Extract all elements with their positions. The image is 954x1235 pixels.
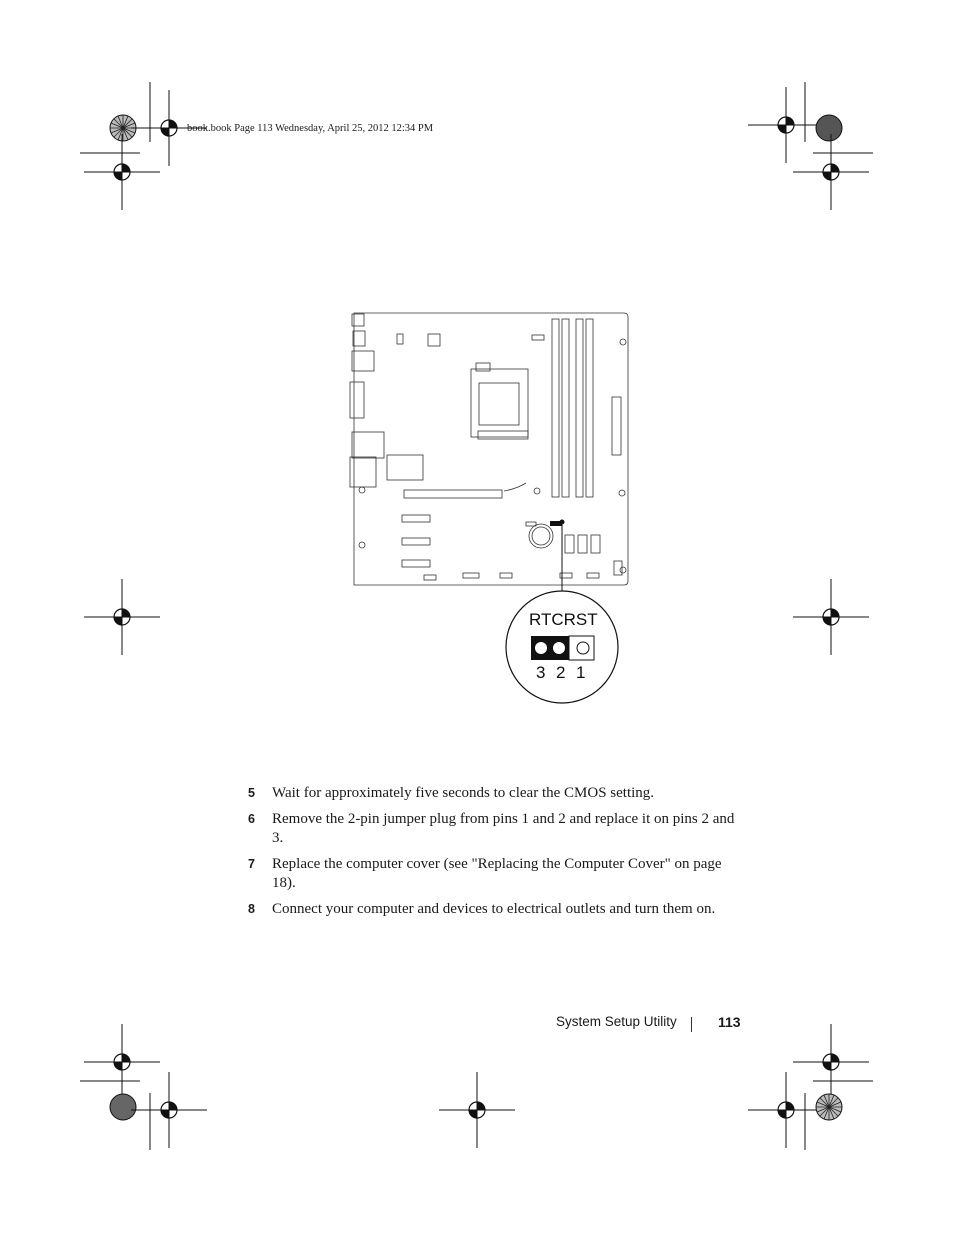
list-item: 7 Replace the computer cover (see "Repla… xyxy=(248,855,748,893)
pin-number-1: 1 xyxy=(576,663,585,682)
step-text: Replace the computer cover (see "Replaci… xyxy=(272,856,722,891)
callout-label: RTCRST xyxy=(529,610,598,629)
footer-section-title: System Setup Utility xyxy=(556,1014,677,1029)
step-number: 6 xyxy=(248,812,255,826)
step-text: Connect your computer and devices to ele… xyxy=(272,901,716,917)
print-header: book.book Page 113 Wednesday, April 25, … xyxy=(187,123,434,134)
page-number: 113 xyxy=(718,1014,741,1030)
pin-number-3: 3 xyxy=(536,663,545,682)
motherboard-diagram: RTCRST 3 2 1 xyxy=(349,312,629,704)
list-item: 5 Wait for approximately five seconds to… xyxy=(248,784,748,803)
step-text: Remove the 2-pin jumper plug from pins 1… xyxy=(272,811,735,846)
step-list: 5 Wait for approximately five seconds to… xyxy=(248,784,748,926)
list-item: 8 Connect your computer and devices to e… xyxy=(248,900,748,919)
step-text: Wait for approximately five seconds to c… xyxy=(272,785,655,801)
step-number: 7 xyxy=(248,857,255,871)
step-number: 8 xyxy=(248,902,255,916)
footer-divider xyxy=(691,1017,692,1032)
step-number: 5 xyxy=(248,786,255,800)
pin-number-2: 2 xyxy=(556,663,565,682)
list-item: 6 Remove the 2-pin jumper plug from pins… xyxy=(248,810,748,848)
